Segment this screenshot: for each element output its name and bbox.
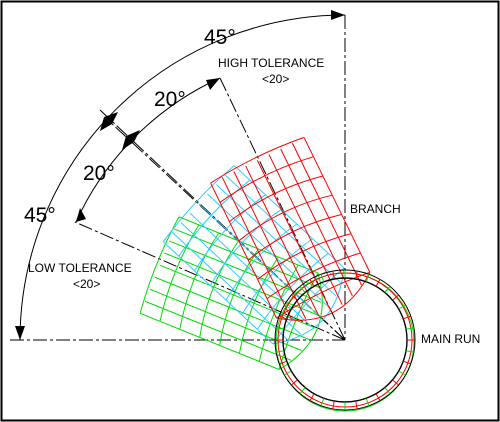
main-run-tick — [365, 398, 370, 406]
main-run-tick — [275, 327, 285, 330]
low-tolerance-label: LOW TOLERANCE — [28, 261, 132, 275]
main-run-tick — [320, 274, 325, 282]
low-tolerance-axis — [74, 221, 346, 341]
main-run-tick — [275, 350, 285, 353]
main-run-tick — [392, 294, 399, 301]
main-run-tick — [332, 270, 335, 280]
low-tolerance-value: <20> — [73, 277, 100, 291]
main-run-tick — [284, 304, 292, 310]
main-run-tick — [299, 286, 306, 293]
arrow-left-end — [15, 326, 25, 340]
main-run-tick — [355, 400, 358, 410]
angle-label-outer-top: 45° — [204, 26, 236, 49]
arrow-high-tol — [206, 78, 220, 90]
main-run-tick — [320, 398, 325, 406]
main-run-tick — [299, 387, 306, 394]
main-run-tick — [332, 400, 335, 410]
main-run-tick — [403, 360, 411, 365]
main-run-tick — [398, 304, 406, 310]
arrow-mid-upper — [100, 117, 112, 131]
main-run-segment-ticks — [275, 270, 415, 410]
main-run-tick — [375, 393, 381, 401]
angle-label-inner-left: 20° — [83, 162, 115, 185]
inner-arc-20-20 — [75, 77, 221, 223]
main-run-tick — [398, 370, 406, 376]
branch-wireframes — [139, 136, 371, 370]
main-run-tick — [403, 315, 411, 320]
high-tolerance-label: HIGH TOLERANCE — [218, 56, 324, 70]
branch-label: BRANCH — [350, 202, 401, 216]
main-run-tick — [365, 274, 370, 282]
main-run-tick — [375, 279, 381, 287]
main-run-tick — [355, 270, 358, 280]
arrow-mid-lower — [104, 112, 118, 124]
angle-label-outer-left: 45° — [24, 204, 56, 227]
main-run-tick — [405, 350, 415, 353]
arrow-low-tol — [76, 208, 86, 222]
main-run-tick — [279, 315, 287, 320]
arrow-top-end — [331, 10, 345, 20]
main-run-tick — [279, 360, 287, 365]
main-run-tick — [309, 279, 315, 287]
main-run-tick — [392, 379, 399, 386]
arrow-inner-nominal-b — [122, 136, 134, 150]
main-run-label: MAIN RUN — [421, 332, 480, 346]
high-tolerance-value: <20> — [262, 72, 289, 86]
main-run-tick — [384, 286, 391, 293]
outer-arc-90 — [19, 14, 346, 341]
main-run-tick — [384, 387, 391, 394]
arrowheads — [15, 10, 345, 340]
main-run-tick — [405, 327, 415, 330]
main-run-tick — [284, 370, 292, 376]
main-run-tick — [291, 379, 298, 386]
main-run-tick — [309, 393, 315, 401]
main-run-tick — [291, 294, 298, 301]
arrow-inner-nominal-a — [126, 130, 140, 142]
angle-label-inner-top: 20° — [154, 88, 186, 111]
